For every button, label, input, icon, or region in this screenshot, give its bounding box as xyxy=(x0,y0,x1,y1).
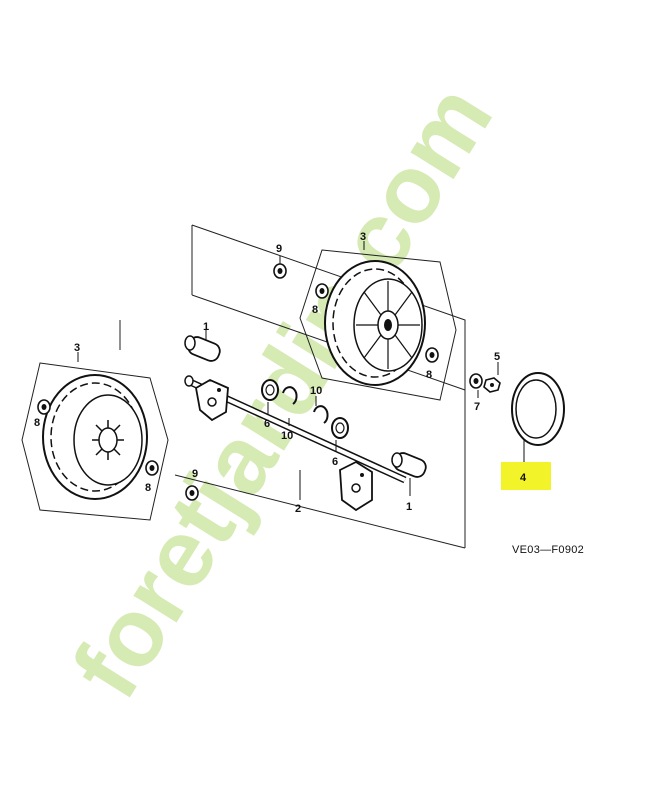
leader-lines xyxy=(77,241,525,500)
callout-6-left: 6 xyxy=(264,418,270,430)
clip-right xyxy=(313,405,329,424)
callouts: 9 3 8 8 1 3 8 8 9 6 10 10 6 2 1 5 7 4 xyxy=(34,231,527,515)
wheel-left xyxy=(42,374,148,500)
callout-3-right: 3 xyxy=(360,231,366,243)
bushing-top xyxy=(184,335,221,362)
callout-9-top: 9 xyxy=(276,243,282,255)
washer-right xyxy=(331,417,349,439)
callout-8-a: 8 xyxy=(312,304,318,316)
cap-top xyxy=(273,263,287,279)
callout-5: 5 xyxy=(494,351,500,363)
callout-8-c: 8 xyxy=(34,417,40,429)
bolt-part-5 xyxy=(483,377,501,393)
wheel-left-outline xyxy=(21,362,169,521)
wheel-right xyxy=(324,260,426,386)
cap-bottom xyxy=(185,485,199,501)
callout-1-top: 1 xyxy=(203,321,209,333)
bracket-right xyxy=(339,460,373,512)
part-4-highlight xyxy=(501,462,551,490)
callout-10-left: 10 xyxy=(281,430,293,442)
callout-7: 7 xyxy=(474,401,480,413)
nut-left-bottom xyxy=(145,460,159,476)
callout-2: 2 xyxy=(295,503,301,515)
figure-code: VE03—F0902 xyxy=(512,544,584,556)
wheel-right-outline xyxy=(299,249,457,401)
callout-1-bottom: 1 xyxy=(406,501,412,513)
callout-9-bottom: 9 xyxy=(192,468,198,480)
hubcap-ring-part-4 xyxy=(511,372,565,446)
nut-right-top xyxy=(315,283,329,299)
bracket-left xyxy=(195,378,229,422)
nut-left-top xyxy=(37,399,51,415)
bushing-bottom xyxy=(391,452,427,478)
nut-right-bottom xyxy=(425,347,439,363)
callout-8-d: 8 xyxy=(145,482,151,494)
callout-6-right: 6 xyxy=(332,456,338,468)
callout-10-right: 10 xyxy=(310,385,322,397)
clip-left xyxy=(282,386,298,405)
callout-3-left: 3 xyxy=(74,342,80,354)
callout-8-b: 8 xyxy=(426,369,432,381)
nut-part-7 xyxy=(469,373,483,389)
washer-left xyxy=(261,379,279,401)
callout-4: 4 xyxy=(520,472,527,484)
